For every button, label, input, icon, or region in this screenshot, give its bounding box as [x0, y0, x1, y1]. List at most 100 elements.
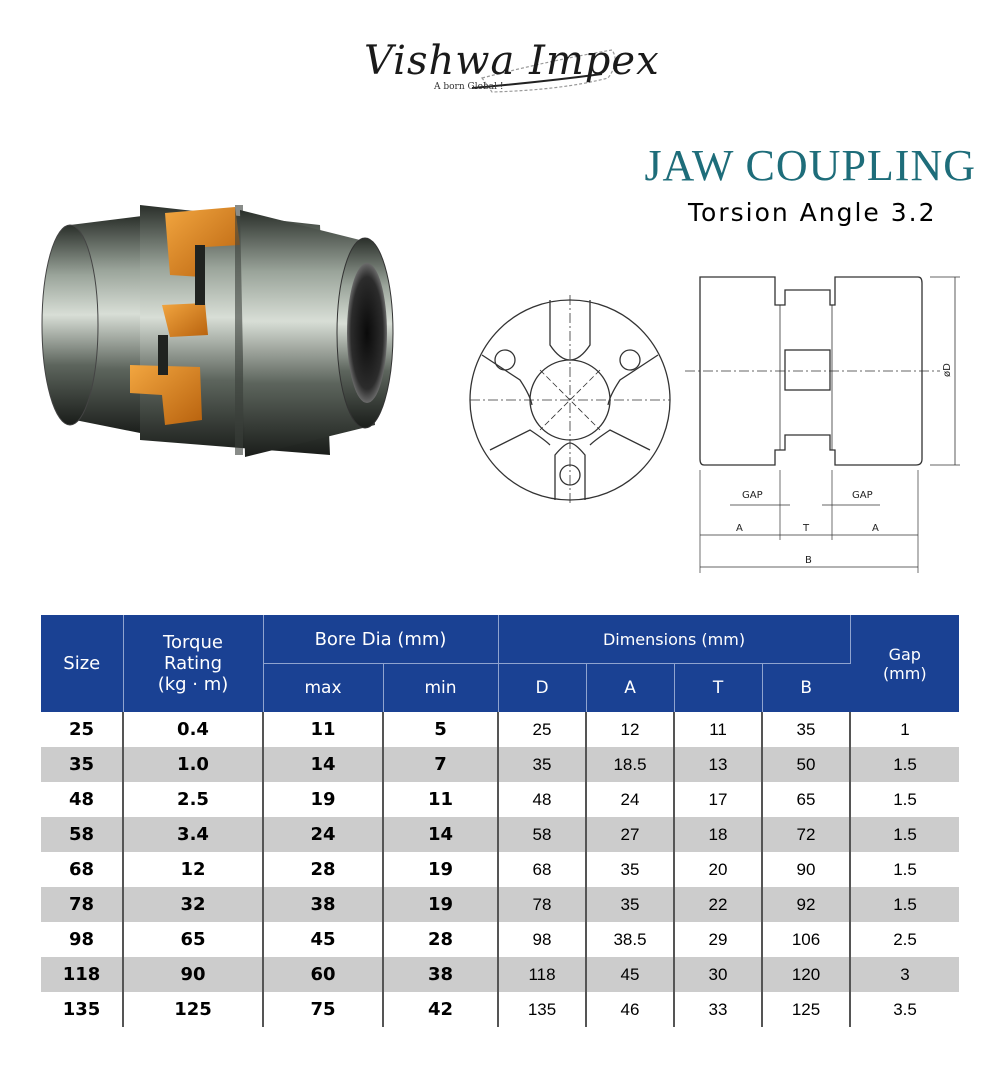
table-cell: 14 [263, 747, 384, 782]
table-cell: 98 [498, 922, 588, 957]
header-dim-t: T [674, 663, 763, 712]
table-cell: 1.5 [850, 747, 960, 782]
header-bore-max: max [263, 663, 384, 712]
table-cell: 50 [762, 747, 852, 782]
gap-left-label: GAP [742, 490, 763, 501]
table-cell: 0.4 [123, 712, 264, 747]
table-cell: 78 [41, 887, 124, 922]
product-title: JAW COUPLING [644, 141, 976, 190]
table-cell: 17 [674, 782, 764, 817]
table-cell: 125 [123, 992, 264, 1027]
table-cell: 5 [383, 712, 500, 747]
table-cell: 48 [41, 782, 124, 817]
table-cell: 118 [498, 957, 588, 992]
table-cell: 65 [123, 922, 264, 957]
table-cell: 35 [586, 852, 676, 887]
brand-name: Vishwa Impex [364, 38, 660, 84]
spec-table: Size Torque Rating (kg · m) Bore Dia (mm… [41, 615, 960, 1027]
table-cell: 24 [586, 782, 676, 817]
table-cell: 35 [586, 887, 676, 922]
table-cell: 78 [498, 887, 588, 922]
header-bore-min: min [383, 663, 499, 712]
table-cell: 20 [674, 852, 764, 887]
header-dimensions: Dimensions (mm) [498, 615, 851, 664]
logo-chain-swash [471, 49, 616, 93]
table-cell: 90 [762, 852, 852, 887]
table-cell: 1.5 [850, 817, 960, 852]
a-right-label: A [872, 523, 879, 534]
technical-drawing: GAP GAP A T A B øD [469, 276, 960, 573]
table-cell: 135 [498, 992, 588, 1027]
table-cell: 18 [674, 817, 764, 852]
table-cell: 65 [762, 782, 852, 817]
table-cell: 19 [383, 887, 500, 922]
table-cell: 58 [498, 817, 588, 852]
table-cell: 32 [123, 887, 264, 922]
table-cell: 42 [383, 992, 500, 1027]
table-cell: 60 [263, 957, 384, 992]
table-cell: 30 [674, 957, 764, 992]
table-cell: 3.4 [123, 817, 264, 852]
table-cell: 45 [263, 922, 384, 957]
table-cell: 19 [383, 852, 500, 887]
table-cell: 25 [41, 712, 124, 747]
table-cell: 28 [383, 922, 500, 957]
brand-tagline: A born Global ! [434, 82, 504, 92]
t-label: T [802, 523, 810, 534]
b-label: B [805, 555, 812, 566]
table-cell: 3.5 [893, 999, 917, 1019]
product-subtitle: Torsion Angle 3.2 [688, 198, 937, 227]
table-cell: 98 [41, 922, 124, 957]
header-dim-a: A [586, 663, 675, 712]
table-cell: 35 [498, 747, 588, 782]
table-cell: 58 [41, 817, 124, 852]
table-cell: 1.5 [893, 789, 917, 809]
side-view-diagram [685, 276, 960, 573]
table-cell: 13 [674, 747, 764, 782]
header-torque-line1: Torque [163, 632, 223, 653]
table-cell: 92 [762, 887, 852, 922]
table-cell: 46 [586, 992, 676, 1027]
table-cell: 35 [41, 747, 124, 782]
end-view-diagram [469, 295, 671, 505]
table-cell: 2.5 [123, 782, 264, 817]
table-cell: 125 [762, 992, 852, 1027]
table-cell: 11 [674, 712, 764, 747]
table-cell: 72 [762, 817, 852, 852]
table-cell: 106 [762, 922, 852, 957]
table-cell: 38 [383, 957, 500, 992]
table-cell: 48 [498, 782, 588, 817]
table-cell: 28 [263, 852, 384, 887]
table-cell: 18.5 [586, 747, 676, 782]
table-cell: 33 [674, 992, 764, 1027]
brand-logo: Vishwa Impex A born Global ! [362, 30, 659, 105]
table-cell: 12 [123, 852, 264, 887]
table-cell: 38 [263, 887, 384, 922]
table-cell: 19 [263, 782, 384, 817]
table-cell: 1 [900, 719, 910, 739]
table-cell: 120 [762, 957, 852, 992]
jaw-coupling-image [41, 205, 394, 457]
table-cell: 14 [383, 817, 500, 852]
table-cell: 45 [586, 957, 676, 992]
table-cell: 25 [498, 712, 588, 747]
table-cell: 1.5 [850, 887, 960, 922]
header-torque-line2: Rating [163, 653, 223, 674]
table-cell: 22 [674, 887, 764, 922]
table-cell: 1.5 [893, 859, 917, 879]
table-cell: 118 [41, 957, 124, 992]
table-cell: 1.0 [123, 747, 264, 782]
header-gap-line2: (mm) [882, 663, 927, 683]
table-cell: 35 [762, 712, 852, 747]
table-cell: 135 [41, 992, 124, 1027]
header-bore: Bore Dia (mm) [263, 615, 499, 664]
header-dim-d: D [498, 663, 587, 712]
table-cell: 68 [498, 852, 588, 887]
